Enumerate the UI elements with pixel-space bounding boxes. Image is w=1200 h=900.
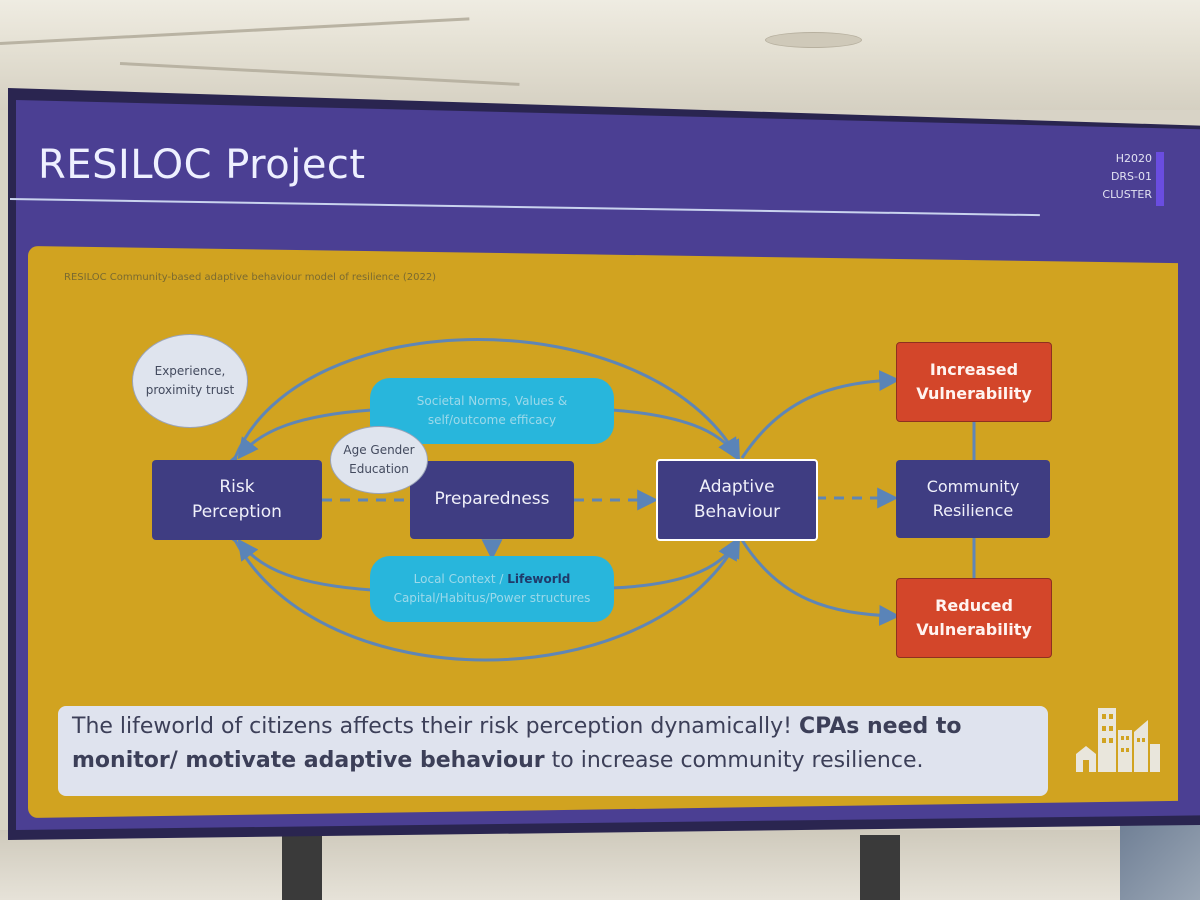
screen-stand-leg xyxy=(860,835,900,900)
room-below-screen xyxy=(0,830,1200,900)
outer-arc-top xyxy=(218,338,741,478)
cluster-accent-bar xyxy=(1156,152,1164,206)
cluster-line: H2020 xyxy=(1115,152,1152,165)
arrow-context-risk xyxy=(237,538,373,592)
outer-arc-bottom xyxy=(217,520,741,662)
cluster-label: H2020 DRS-01 CLUSTER xyxy=(1090,150,1152,204)
screen-stand-leg xyxy=(282,835,322,900)
reduced-vulnerability-box: Reduced Vulnerability xyxy=(896,578,1052,658)
societal-norms-oval: Societal Norms, Values & self/outcome ef… xyxy=(370,378,614,444)
diagram-caption: RESILOC Community-based adaptive behavio… xyxy=(64,272,437,283)
arrow-norms-adaptive xyxy=(611,408,739,460)
adaptive-behaviour-box: Adaptive Behaviour xyxy=(656,459,818,541)
arrow-context-adaptive xyxy=(611,538,739,590)
increased-vulnerability-box: Increased Vulnerability xyxy=(896,342,1052,422)
arrow-adaptive-reduced xyxy=(740,539,901,626)
ceiling xyxy=(0,0,1200,110)
slide-title: RESILOC Project xyxy=(38,142,366,188)
preparedness-box: Preparedness xyxy=(410,461,574,539)
key-message-box: The lifeworld of citizens affects their … xyxy=(58,706,1048,796)
ceiling-light xyxy=(765,32,862,48)
risk-perception-box: Risk Perception xyxy=(152,460,322,540)
window xyxy=(1120,820,1200,900)
local-context-text: Local Context / Lifeworld Capital/Habitu… xyxy=(393,571,591,605)
community-resilience-box: Community Resilience xyxy=(896,460,1050,538)
arrow-norms-risk xyxy=(237,408,373,460)
local-context-oval: Local Context / Lifeworld Capital/Habitu… xyxy=(370,556,614,622)
cluster-line: DRS-01 xyxy=(1110,170,1152,183)
experience-bubble: Experience, proximity trust xyxy=(132,334,248,428)
arrow-adaptive-increased xyxy=(740,370,901,459)
city-buildings-icon xyxy=(1076,708,1160,772)
demographics-bubble: Age Gender Education xyxy=(330,426,428,494)
cluster-line: CLUSTER xyxy=(1102,188,1152,201)
